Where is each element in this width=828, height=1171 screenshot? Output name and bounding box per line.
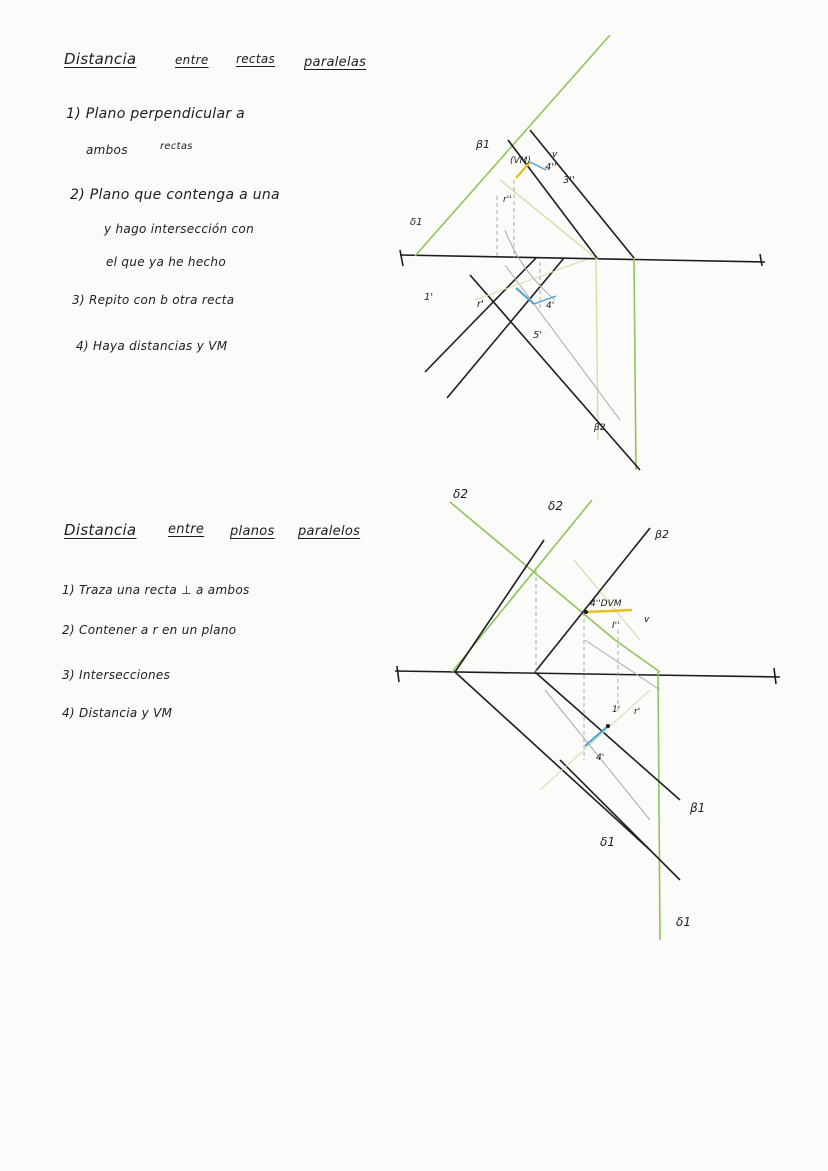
label-4p: 4' [546,301,554,311]
true-distance-segment-yellow [585,608,633,614]
line-r-horizontal [424,257,537,373]
label-Ipp: I'' [612,621,620,631]
distance-segment-blue [584,725,609,747]
title-word: paralelas [304,55,367,70]
plane-trace-black [454,539,545,673]
label-beta2: β2 [593,423,606,433]
label-rp: r' [634,707,640,717]
title-word: planos [230,524,275,539]
step-text: ambos [86,143,128,157]
plane-trace-green [633,257,637,471]
label-rp: r' [477,299,484,310]
point-marker [584,610,588,614]
plane-trace-green [657,671,661,941]
label-3pp: 3'' [563,175,575,186]
label-d2-top: δ2 [453,487,468,501]
label-d1: δ1 [600,835,615,849]
plane-trace-black [454,671,651,851]
plane-trace-black [559,759,681,881]
plane-trace-green [451,499,593,673]
line-s-vertical [529,129,635,259]
construction-line [539,689,651,791]
label-5p: 5' [533,330,542,341]
title-word: Distancia [64,521,137,539]
title-word: entre [175,53,209,67]
title-word: paralelos [298,524,361,539]
construction-arc [504,229,556,301]
step-text: 2) Plano que contenga a una [70,187,280,203]
plane-trace-black [534,671,681,801]
step-text: 3) Repito con b otra recta [72,293,235,307]
plane-trace-light-green [499,179,599,261]
construction-line [584,639,661,691]
title-word: Distancia [64,50,137,68]
ground-line-tick-right [759,253,763,267]
distance-segment-blue [529,161,547,171]
ground-line-tick-left [396,665,400,683]
label-v: v [552,150,558,160]
plane-trace-light-green [595,257,599,441]
step-text: rectas [160,141,193,152]
step-text: 1) Plano perpendicular a [66,106,246,122]
label-rpp: r'' [503,195,512,205]
line-s-horizontal [446,257,565,399]
diagram-2: δ2 δ2 β2 4''DVM I'' v 1' r' 4' β1 δ1 δ1 [394,487,781,941]
ground-line [394,670,781,678]
step-text: 2) Contener a r en un plano [62,623,237,637]
step-text: 4) Distancia y VM [62,706,173,720]
label-beta2: β2 [654,528,669,541]
construction-line [504,264,621,421]
ground-line [399,254,766,263]
label-vm: (VM) [510,156,531,166]
construction-line [474,259,586,301]
label-d1b: δ1 [676,915,691,929]
step-text: el que ya he hecho [106,255,226,269]
label-v: v [644,615,650,625]
label-d2-mid: δ2 [548,499,563,513]
label-4p: 4' [596,753,604,763]
title-word: rectas [236,52,276,66]
label-1p: 1' [612,705,620,715]
line-r-vertical [507,139,598,259]
point-marker [606,724,610,728]
label-a1: 1' [424,292,433,303]
step-text: y hago intersección con [104,222,254,236]
true-distance-segment-yellow [515,161,531,179]
label-d1: δ1 [410,217,422,228]
plane-trace-beta2 [469,274,641,471]
plane-trace-green [449,501,616,641]
label-beta1: β1 [475,138,490,151]
label-4pp: 4'' [545,162,557,173]
step-text: 1) Traza una recta ⊥ a ambos [62,583,250,597]
label-4vm: 4''DVM [590,599,622,609]
ground-line-tick-right [773,667,777,685]
plane-trace-green [614,639,661,673]
label-beta1: β1 [689,801,705,815]
step-text: 4) Haya distancias y VM [76,339,228,353]
plane-trace-black [534,527,651,673]
step-text: 3) Intersecciones [62,668,171,682]
distance-segment-blue [533,295,557,305]
plane-trace-light-green [573,559,641,641]
diagram-1: β1 (VM) v 4'' 3'' r'' δ1 r' 1' 4' 5' β2 [399,34,766,471]
construction-line [544,689,651,821]
distance-segment-blue [515,287,535,305]
ground-line-tick-left [399,249,404,267]
title-word: entre [168,522,205,537]
